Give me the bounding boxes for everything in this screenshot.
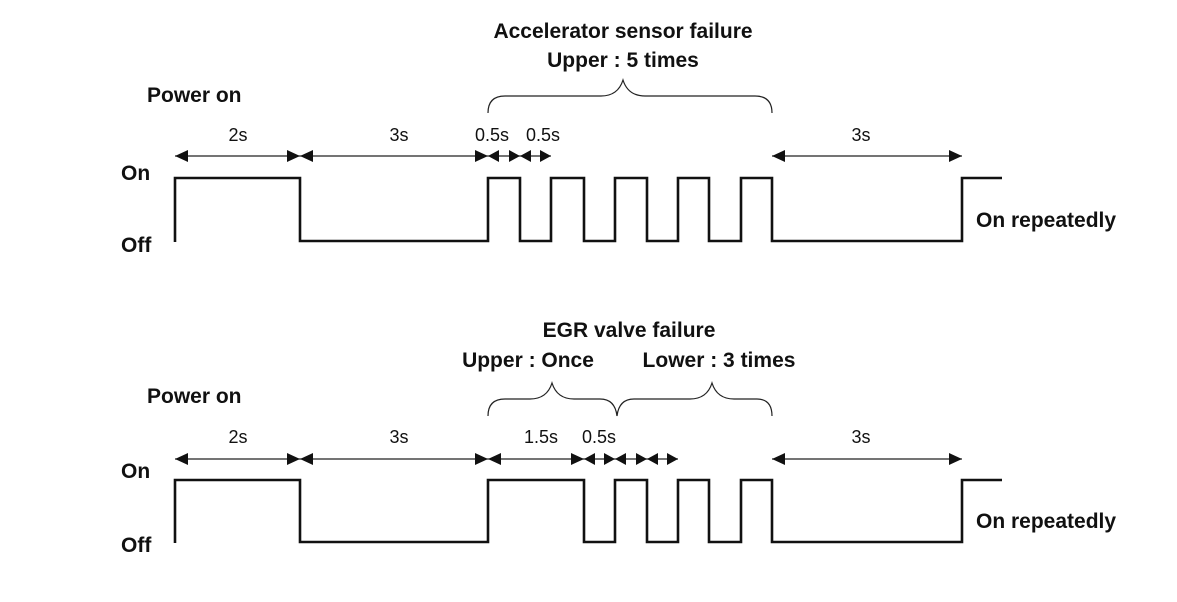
egr-valve-diagram: EGR valve failure Upper : Once Lower : 3…: [121, 319, 1116, 557]
on-repeatedly-label: On repeatedly: [976, 510, 1116, 533]
dimension-arrows: [175, 150, 962, 162]
duration-label: 0.5s: [582, 427, 616, 447]
duration-label: 3s: [851, 427, 870, 447]
on-repeatedly-label: On repeatedly: [976, 209, 1116, 232]
duration-label: 0.5s: [475, 125, 509, 145]
dimension-arrows: [175, 453, 962, 465]
off-level-label: Off: [121, 534, 152, 557]
upper-group-label: Upper : Once: [462, 349, 594, 372]
power-on-label: Power on: [147, 84, 242, 107]
diagram-title-line2: Upper : 5 times: [547, 49, 699, 72]
diagram-title: EGR valve failure: [543, 319, 716, 342]
duration-label: 3s: [851, 125, 870, 145]
lower-group-label: Lower : 3 times: [643, 349, 796, 372]
signal-waveform: [173, 478, 1002, 544]
on-level-label: On: [121, 460, 150, 483]
diagram-title-line1: Accelerator sensor failure: [493, 20, 752, 43]
accelerator-sensor-diagram: Accelerator sensor failure Upper : 5 tim…: [121, 20, 1116, 257]
upper-group-brace: [487, 380, 618, 417]
on-level-label: On: [121, 162, 150, 185]
duration-label: 3s: [389, 125, 408, 145]
lower-group-brace: [616, 380, 773, 417]
off-level-label: Off: [121, 234, 152, 257]
upper-group-brace: [487, 77, 773, 114]
duration-label: 2s: [228, 125, 247, 145]
duration-label: 2s: [228, 427, 247, 447]
duration-label: 3s: [389, 427, 408, 447]
signal-waveform: [173, 176, 1002, 243]
power-on-label: Power on: [147, 385, 242, 408]
duration-label: 1.5s: [524, 427, 558, 447]
duration-label: 0.5s: [526, 125, 560, 145]
